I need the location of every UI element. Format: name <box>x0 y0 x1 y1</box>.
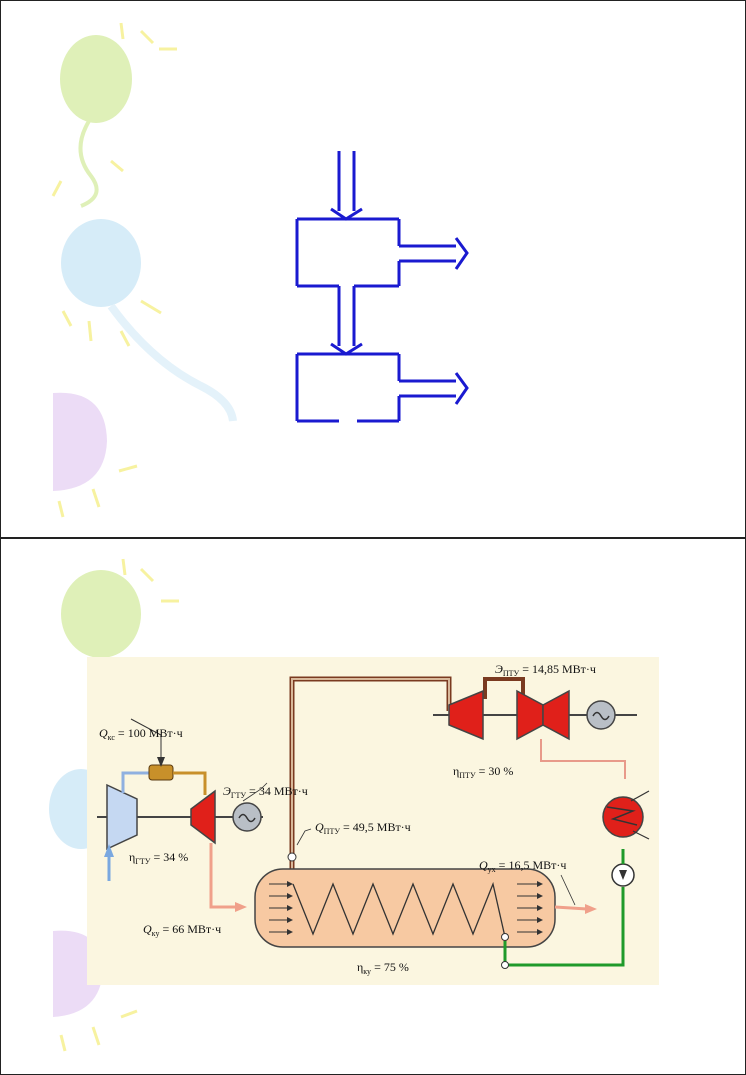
label-q-ux: Qух = 16,5 МВт·ч <box>479 858 566 874</box>
energy-balance-diagram <box>295 151 469 423</box>
block-1 <box>295 217 401 288</box>
generator-icon <box>586 700 616 730</box>
input-arrow <box>330 151 363 221</box>
bottom-slide-canvas: Qкс = 100 МВт·ч ЭГТУ = 34 МВт·ч ηГТУ = 3… <box>49 558 659 1052</box>
steam-bypass <box>483 677 525 699</box>
flue-gas-line <box>554 905 588 911</box>
pump-icon <box>611 863 635 887</box>
label-eta-ku: ηку = 75 % <box>357 960 409 976</box>
compressor <box>106 783 138 851</box>
label-e-ptu: ЭПТУ = 14,85 МВт·ч <box>495 662 596 678</box>
label-eta-gtu: ηГТУ = 34 % <box>129 850 188 866</box>
label-q-ptu: QПТУ = 49,5 МВт·ч <box>315 820 411 836</box>
sparkle-icon <box>121 558 179 603</box>
exhaust-line <box>209 843 237 909</box>
sparkle-icon <box>61 299 162 347</box>
slide-top <box>0 0 746 538</box>
steam-turbine-hp <box>448 689 484 741</box>
connecting-arrow <box>330 286 363 356</box>
exhaust-steam-line <box>540 739 626 779</box>
slide-bottom: Qкс = 100 МВт·ч ЭГТУ = 34 МВт·ч ηГТУ = 3… <box>0 538 746 1075</box>
sparkle-icon <box>59 1009 138 1052</box>
combustion-chamber <box>148 764 174 781</box>
sparkle-icon <box>57 464 138 518</box>
balloon-icon <box>60 35 132 208</box>
condenser-icon <box>602 790 650 840</box>
ccgt-scheme: Qкс = 100 МВт·ч ЭГТУ = 34 МВт·ч ηГТУ = 3… <box>87 657 659 985</box>
label-q-ku: Qку = 66 МВт·ч <box>143 922 221 938</box>
output-arrow-2 <box>399 372 469 405</box>
feedwater-line <box>503 887 625 967</box>
output-arrow-1 <box>399 237 469 270</box>
boiler-flow-arrows <box>269 883 537 933</box>
generator-icon <box>232 802 262 832</box>
balloon-icon <box>61 219 237 422</box>
block-2 <box>295 352 401 423</box>
gas-turbine <box>190 789 216 845</box>
label-q-ks: Qкс = 100 МВт·ч <box>99 726 183 742</box>
top-slide-canvas <box>51 22 469 518</box>
balloon-icon <box>53 392 107 491</box>
boiler-coil <box>292 881 506 938</box>
balloon-icon <box>61 570 141 658</box>
label-eta-ptu: ηПТУ = 30 % <box>453 764 513 780</box>
label-e-gtu: ЭГТУ = 34 МВт·ч <box>223 784 308 800</box>
heat-recovery-boiler <box>254 868 556 948</box>
sparkle-icon <box>51 22 177 197</box>
